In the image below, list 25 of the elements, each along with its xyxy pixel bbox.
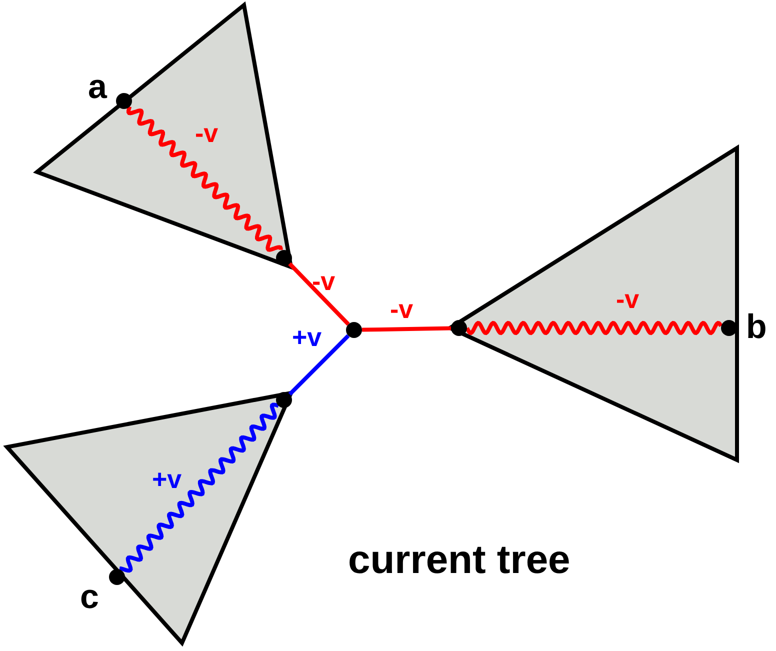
vertex-dot <box>276 392 292 408</box>
edge-label: -v <box>195 120 218 146</box>
line <box>362 326 452 332</box>
subtree-triangle <box>33 1 294 270</box>
edge-label: +v <box>152 466 182 492</box>
wavy-line <box>119 402 280 573</box>
diagram-caption: current tree <box>348 540 570 580</box>
wavy-line <box>126 106 283 252</box>
vertex-label: c <box>80 580 99 614</box>
vertex-dot <box>276 250 292 266</box>
vertex-label: b <box>746 310 767 344</box>
vertex-dot <box>721 320 737 336</box>
edge-label: -v <box>390 296 414 322</box>
vertex-dot <box>109 569 125 585</box>
vertex-dot <box>116 93 132 109</box>
line <box>288 262 350 326</box>
edge-label: -v <box>312 268 336 294</box>
vertex-dot <box>451 320 467 336</box>
edge-label: +v <box>292 324 322 350</box>
wavy-line <box>465 320 722 336</box>
edge-label: -v <box>616 286 640 312</box>
vertex-dot <box>346 322 362 338</box>
vertex-label: a <box>88 70 107 104</box>
subtree-triangle <box>3 390 294 647</box>
line <box>288 334 350 396</box>
